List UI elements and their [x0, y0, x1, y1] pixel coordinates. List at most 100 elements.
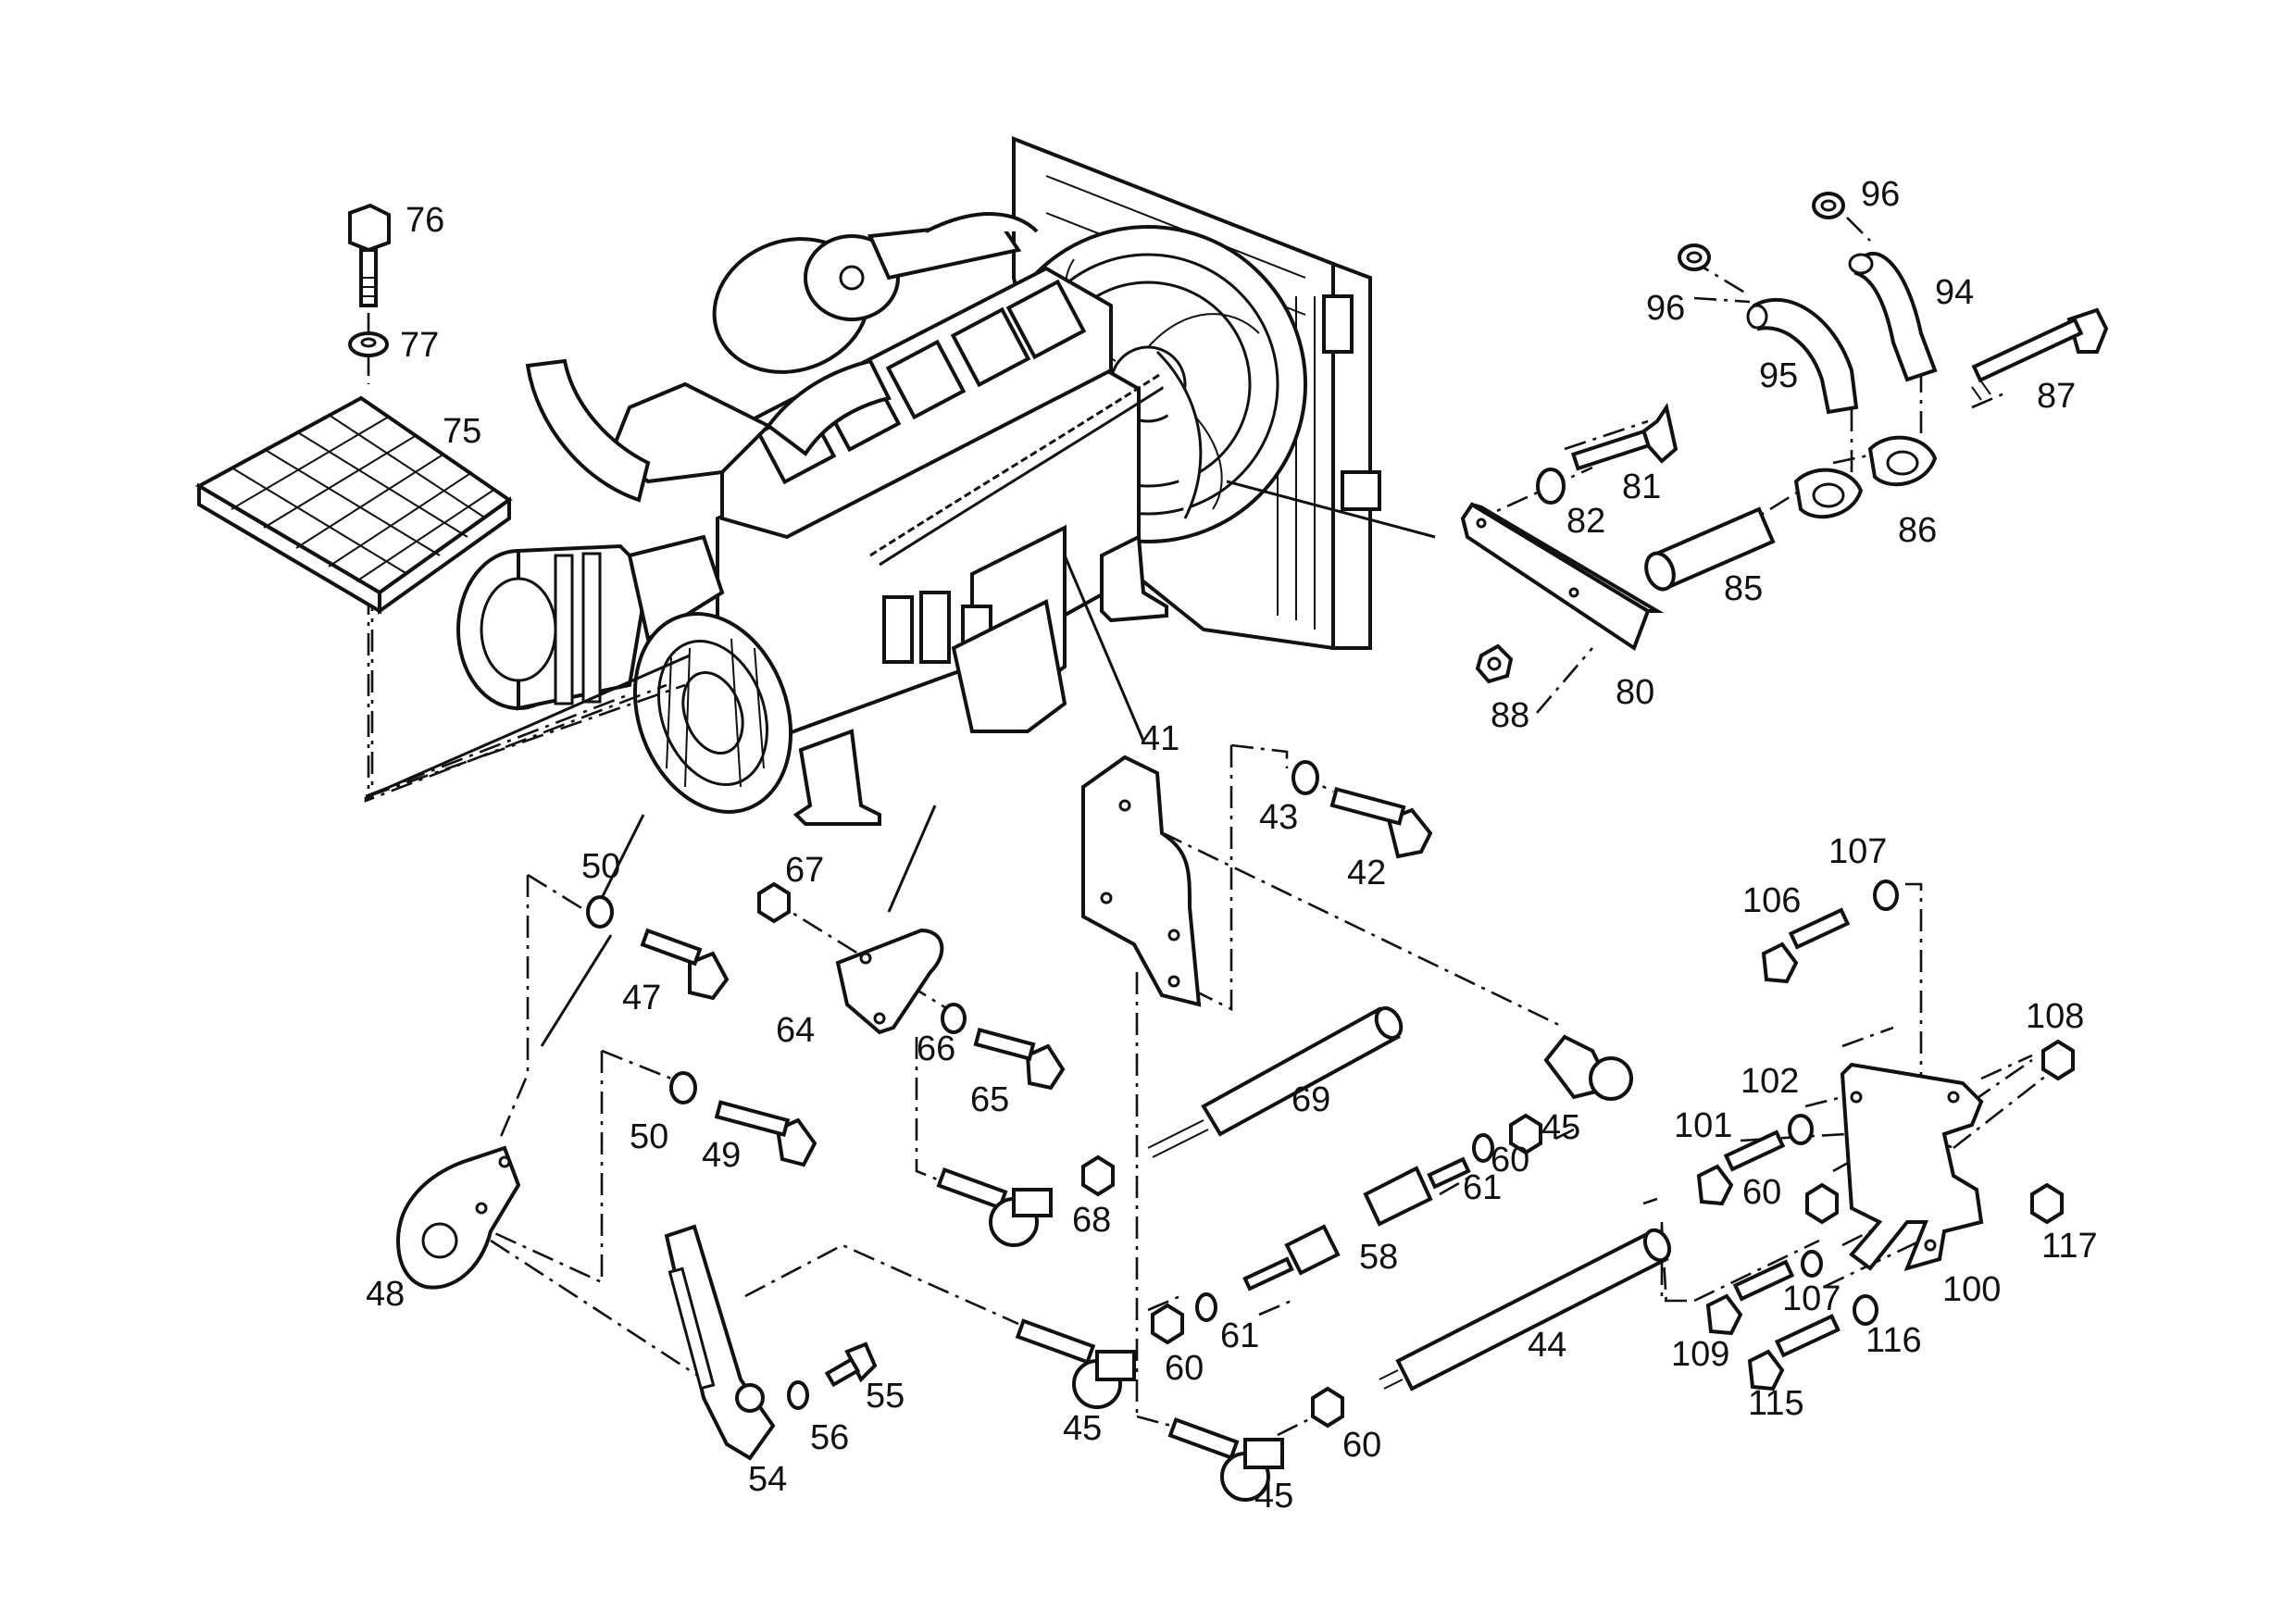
- callout-49: 49: [702, 1136, 741, 1175]
- callout-65: 65: [970, 1080, 1009, 1119]
- callout-82: 82: [1566, 502, 1605, 541]
- part-107-washer-lower: [1801, 1250, 1823, 1278]
- callout-60-c: 60: [1342, 1426, 1381, 1465]
- callout-100: 100: [1942, 1270, 2001, 1309]
- part-100-bracket: [1840, 1062, 1984, 1272]
- callout-85: 85: [1724, 569, 1763, 608]
- engine-assembly: [456, 136, 1381, 826]
- callout-86: 86: [1898, 511, 1937, 550]
- callout-107-lower: 107: [1782, 1279, 1841, 1318]
- callout-47: 47: [622, 979, 661, 1017]
- part-115-bolt: [1747, 1314, 1841, 1391]
- part-68-balljoint: [936, 1167, 1053, 1247]
- callout-54: 54: [748, 1460, 787, 1499]
- callout-64: 64: [776, 1011, 815, 1050]
- callout-77: 77: [400, 326, 439, 365]
- callout-56: 56: [810, 1418, 849, 1457]
- callout-95: 95: [1759, 356, 1798, 395]
- callout-101: 101: [1674, 1106, 1732, 1145]
- callout-116: 116: [1866, 1321, 1922, 1360]
- part-64-plate: [835, 928, 944, 1035]
- callout-69: 69: [1292, 1080, 1330, 1119]
- callout-67: 67: [785, 851, 824, 890]
- part-94-hose: [1848, 252, 1938, 382]
- callout-42: 42: [1347, 854, 1386, 892]
- part-108-nut: [2041, 1039, 2075, 1081]
- part-55-bolt: [824, 1341, 878, 1388]
- callout-80: 80: [1616, 673, 1654, 712]
- part-44-rod: [1379, 1228, 1672, 1391]
- callout-45-right: 45: [1541, 1108, 1580, 1147]
- part-107-washer-upper: [1873, 880, 1899, 911]
- part-96-clip-upper: [1812, 192, 1845, 219]
- part-102-washer: [1788, 1114, 1814, 1145]
- part-49-bolt: [714, 1100, 817, 1167]
- part-43-washer: [1292, 760, 1319, 795]
- callout-45-lower: 45: [1254, 1477, 1293, 1516]
- part-56-washer: [787, 1380, 809, 1410]
- callout-102: 102: [1741, 1062, 1799, 1101]
- part-106-bolt: [1761, 907, 1851, 984]
- part-45-balljoint-mid: [1015, 1318, 1136, 1409]
- callout-107-upper: 107: [1828, 832, 1887, 871]
- part-109-bolt: [1705, 1259, 1795, 1336]
- part-60-nut-d: [1311, 1386, 1344, 1429]
- part-67-nut: [757, 881, 791, 924]
- part-101-bolt: [1696, 1129, 1786, 1206]
- part-76-bolt: [348, 203, 391, 307]
- part-60-nut-c: [1151, 1303, 1184, 1345]
- part-65-bolt: [973, 1028, 1066, 1091]
- callout-60-a: 60: [1491, 1141, 1529, 1179]
- part-45-balljoint-right: [1543, 1034, 1633, 1101]
- part-60-nut-b: [1805, 1182, 1839, 1225]
- part-81-bolt: [1570, 402, 1678, 471]
- callout-50-lower: 50: [630, 1117, 668, 1156]
- part-88-nut: [1475, 643, 1514, 684]
- callout-109: 109: [1671, 1335, 1729, 1374]
- callout-43: 43: [1259, 798, 1298, 837]
- part-60-nut-a: [1509, 1113, 1542, 1155]
- callout-58: 58: [1359, 1238, 1398, 1277]
- callout-41: 41: [1141, 719, 1179, 758]
- callout-55: 55: [866, 1377, 905, 1416]
- part-80-plate: [1460, 502, 1665, 652]
- callout-94: 94: [1935, 273, 1974, 312]
- callout-76: 76: [406, 201, 444, 240]
- callout-108: 108: [2026, 997, 2084, 1036]
- callout-81: 81: [1622, 468, 1661, 506]
- callout-60-d: 60: [1742, 1173, 1781, 1212]
- part-86-clamp-upper: [1867, 435, 1938, 487]
- callout-75: 75: [443, 412, 481, 451]
- air-filter: [456, 534, 725, 711]
- part-41-bracket: [1081, 755, 1202, 1007]
- callout-61-b: 61: [1220, 1316, 1259, 1355]
- part-58-connector: [1242, 1156, 1471, 1291]
- part-48-flange: [395, 1145, 521, 1290]
- callout-44: 44: [1528, 1326, 1566, 1365]
- turbo-exhaust: [525, 212, 1039, 503]
- part-45-balljoint-lower: [1167, 1417, 1284, 1502]
- callout-96-lower: 96: [1646, 289, 1685, 328]
- callout-87: 87: [2037, 377, 2076, 416]
- part-68-nut: [1081, 1154, 1115, 1197]
- callout-115: 115: [1748, 1384, 1804, 1423]
- part-82-washer: [1536, 468, 1566, 505]
- part-61-washer-b: [1195, 1292, 1217, 1322]
- engine-block: [716, 266, 1203, 826]
- callout-labels: 76 77 75 96 96 94 95 87 81 82 86 85 88 8…: [366, 175, 2098, 1516]
- callout-117: 117: [2041, 1227, 2098, 1266]
- callout-96-upper: 96: [1861, 175, 1900, 214]
- part-54-lever: [664, 1224, 776, 1461]
- part-95-hose: [1746, 297, 1859, 415]
- callout-61-a: 61: [1463, 1168, 1502, 1207]
- part-116-washer: [1853, 1294, 1878, 1326]
- callout-48: 48: [366, 1275, 405, 1314]
- part-50-washer-lower: [669, 1071, 697, 1104]
- part-85-spacer: [1644, 506, 1776, 592]
- callout-68: 68: [1072, 1201, 1111, 1240]
- part-47-bolt: [640, 928, 730, 1001]
- part-66-washer: [941, 1003, 967, 1034]
- part-96-clip-lower: [1678, 243, 1711, 271]
- part-77-washer: [348, 331, 389, 357]
